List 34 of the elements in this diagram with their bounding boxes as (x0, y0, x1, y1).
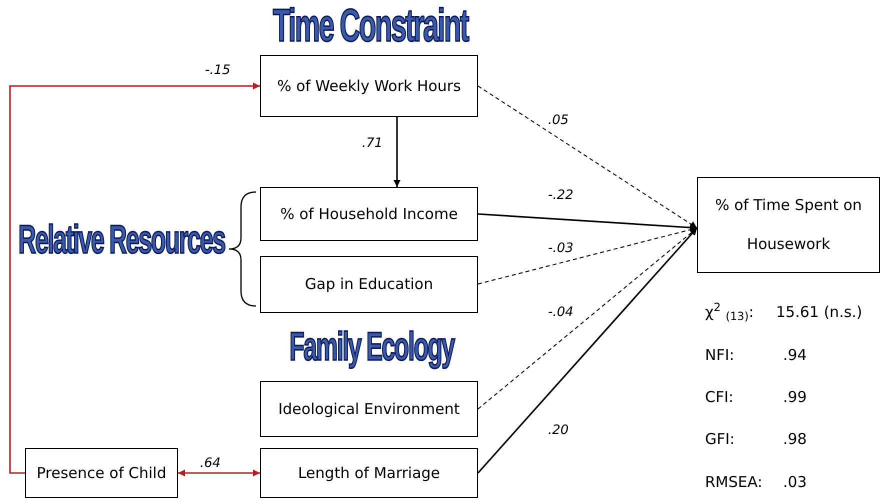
fit-index-name: GFI: (705, 432, 735, 447)
path-coefficient: .20 (548, 424, 569, 437)
fit-index-name: χ$^{2}$ $_{(13)}$: (705, 305, 754, 320)
arrow (478, 86, 698, 228)
path-coefficient: -.04 (548, 306, 574, 319)
fit-index-name: NFI: (705, 348, 734, 363)
fit-index-name: RMSEA: (705, 475, 762, 490)
fit-index-value: .94 (783, 348, 807, 363)
variable-box: % of Time Spent on Housework (697, 177, 880, 273)
variable-box: Length of Marriage (260, 448, 478, 498)
fit-index-value: 15.61 (n.s.) (776, 305, 862, 320)
variable-box: Gap in Education (260, 256, 478, 313)
variable-box: % of Household Income (260, 187, 478, 241)
path-coefficient: .71 (362, 137, 383, 150)
fit-index-value: .03 (783, 475, 807, 490)
arrow (477, 227, 698, 474)
arrow (178, 470, 260, 476)
group-heading: Time Constraint (272, 2, 468, 48)
fit-index-name: CFI: (705, 390, 734, 405)
path-coefficient: .05 (548, 114, 569, 127)
path-coefficient: -.15 (205, 64, 230, 77)
path-coefficient: -.03 (548, 242, 574, 255)
path-coefficient: -.22 (548, 189, 574, 202)
variable-box: Ideological Environment (260, 381, 478, 437)
group-heading: Relative Resources (18, 220, 226, 260)
arrow (394, 117, 400, 187)
fit-index-value: .99 (783, 390, 807, 405)
variable-box: Presence of Child (25, 448, 178, 498)
arrow (9, 82, 260, 474)
group-heading: Family Ecology (290, 327, 454, 367)
variable-box: % of Weekly Work Hours (260, 55, 478, 117)
arrow (478, 213, 698, 232)
path-coefficient: .64 (200, 457, 221, 470)
fit-index-value: .98 (783, 432, 807, 447)
